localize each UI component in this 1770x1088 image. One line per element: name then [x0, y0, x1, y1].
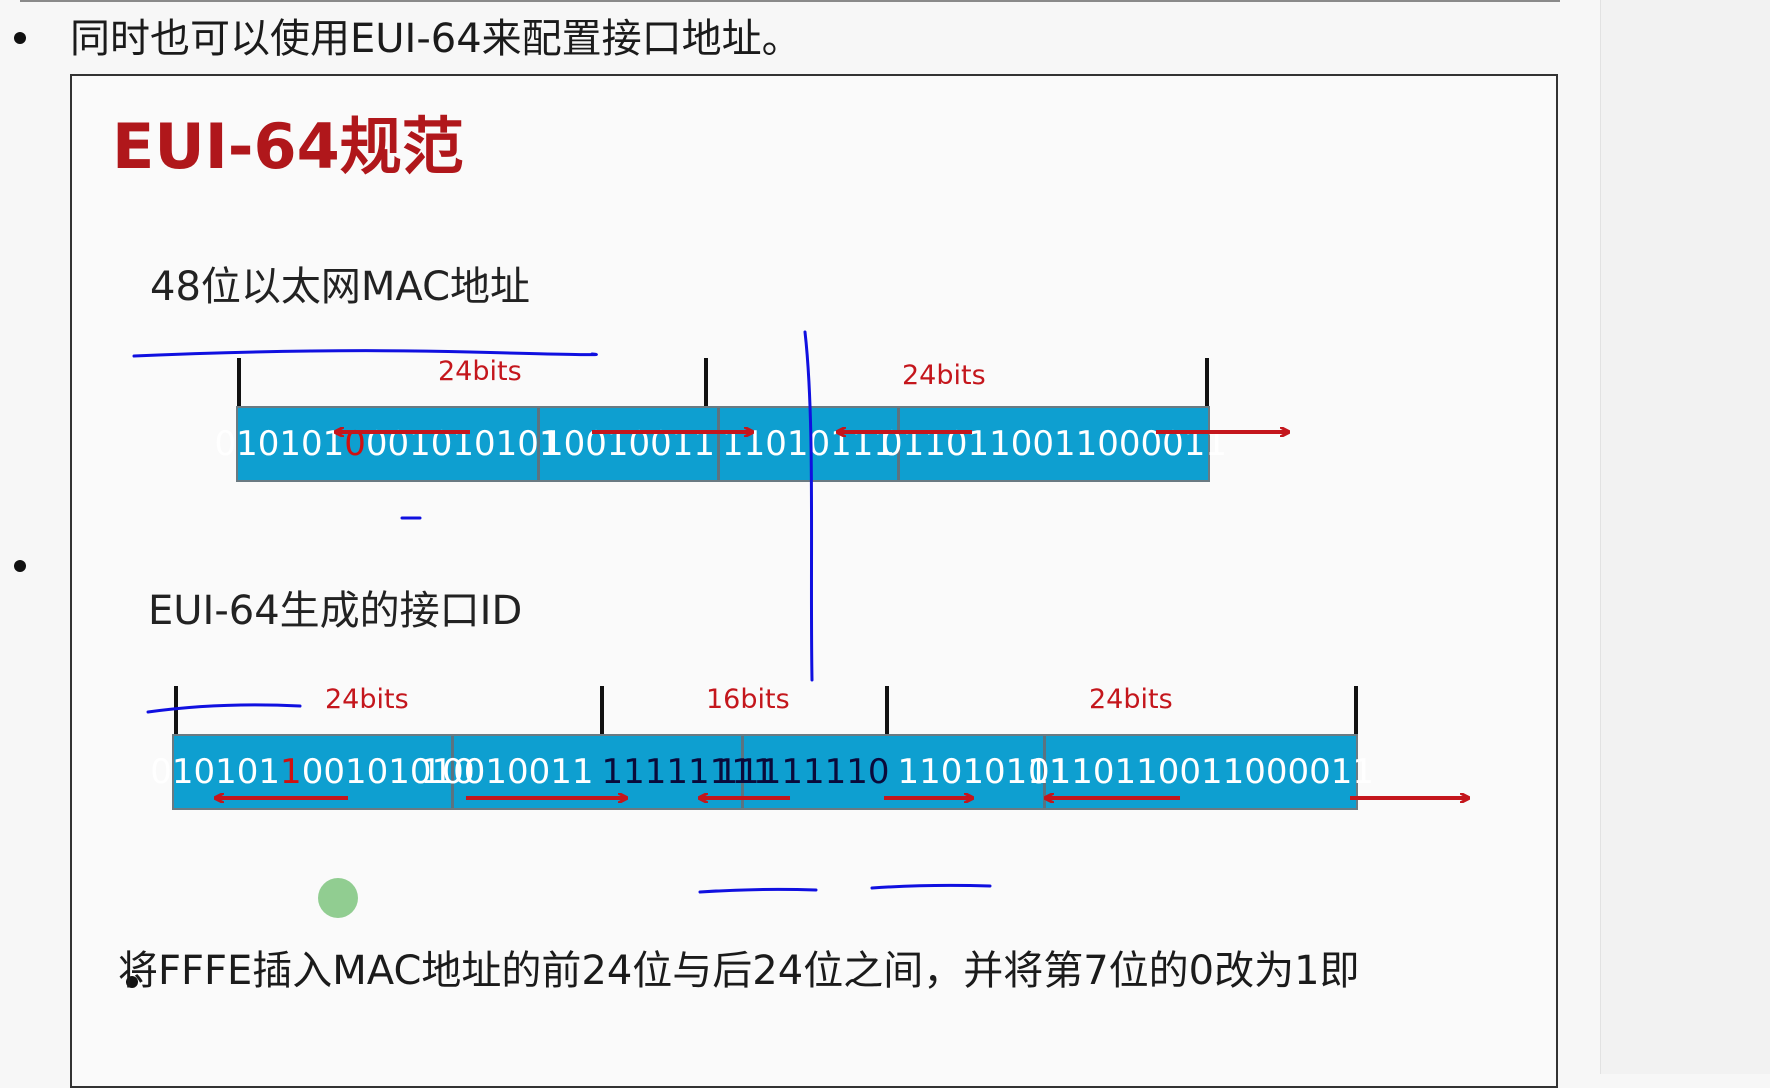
boundary-tick	[600, 686, 604, 738]
boundary-tick	[704, 358, 708, 410]
slide-image: EUI-64规范 48位以太网MAC地址 24bits 24bits 01010…	[70, 74, 1558, 1088]
boundary-tick	[1205, 358, 1209, 410]
bits-label-eui-right: 24bits	[1089, 684, 1173, 715]
mac-segment-3: 11010111	[720, 408, 900, 480]
mac-segment-2: 10010011	[540, 408, 720, 480]
eui-segment-3-fffe-part: 11111110	[716, 752, 890, 792]
boundary-tick	[237, 358, 241, 410]
bits-label-eui-middle: 16bits	[706, 684, 790, 715]
bullet-dot	[126, 976, 138, 988]
mac-segment-1-tail: 001010101	[365, 424, 561, 464]
bits-label-mac-left: 24bits	[438, 356, 522, 387]
top-rule	[20, 0, 1560, 2]
mac-segment-1-head: 010101	[214, 424, 345, 464]
bullet-dot	[14, 560, 26, 572]
intro-text: 同时也可以使用EUI-64来配置接口地址。	[70, 16, 802, 62]
boundary-tick	[885, 686, 889, 738]
eui-segment-3: 11111110 11010111	[716, 736, 1071, 808]
note-text: 将FFFE插入MAC地址的前24位与后24位之间，并将第7位的0改为1即	[118, 948, 1360, 994]
mac-segment-4: 0110110011000011	[880, 424, 1228, 464]
eui-heading: EUI-64生成的接口ID	[148, 588, 523, 634]
universal-local-bit: 0	[344, 424, 366, 464]
eui-segment-2: 10010011 11111111	[420, 736, 775, 808]
eui-segment-2-mac-part: 10010011	[420, 752, 594, 792]
bits-label-eui-left: 24bits	[325, 684, 409, 715]
boundary-tick	[1354, 686, 1358, 738]
eui-segment-4: 0110110011000011	[1027, 752, 1375, 792]
bullet-dot	[14, 32, 26, 44]
bits-label-mac-right: 24bits	[902, 360, 986, 391]
eui-segment-1-head: 010101	[150, 752, 281, 792]
flipped-bit: 1	[280, 752, 302, 792]
eui-segment-3-mac-part: 11010111	[897, 752, 1071, 792]
page-margin-strip	[1600, 0, 1770, 1074]
eui-segment-2-fffe-part: 11111111	[601, 752, 775, 792]
eui-segment-1-tail: 00101010	[301, 752, 475, 792]
mac-heading: 48位以太网MAC地址	[150, 264, 530, 310]
boundary-tick	[174, 686, 178, 738]
slide-title: EUI-64规范	[112, 110, 464, 183]
